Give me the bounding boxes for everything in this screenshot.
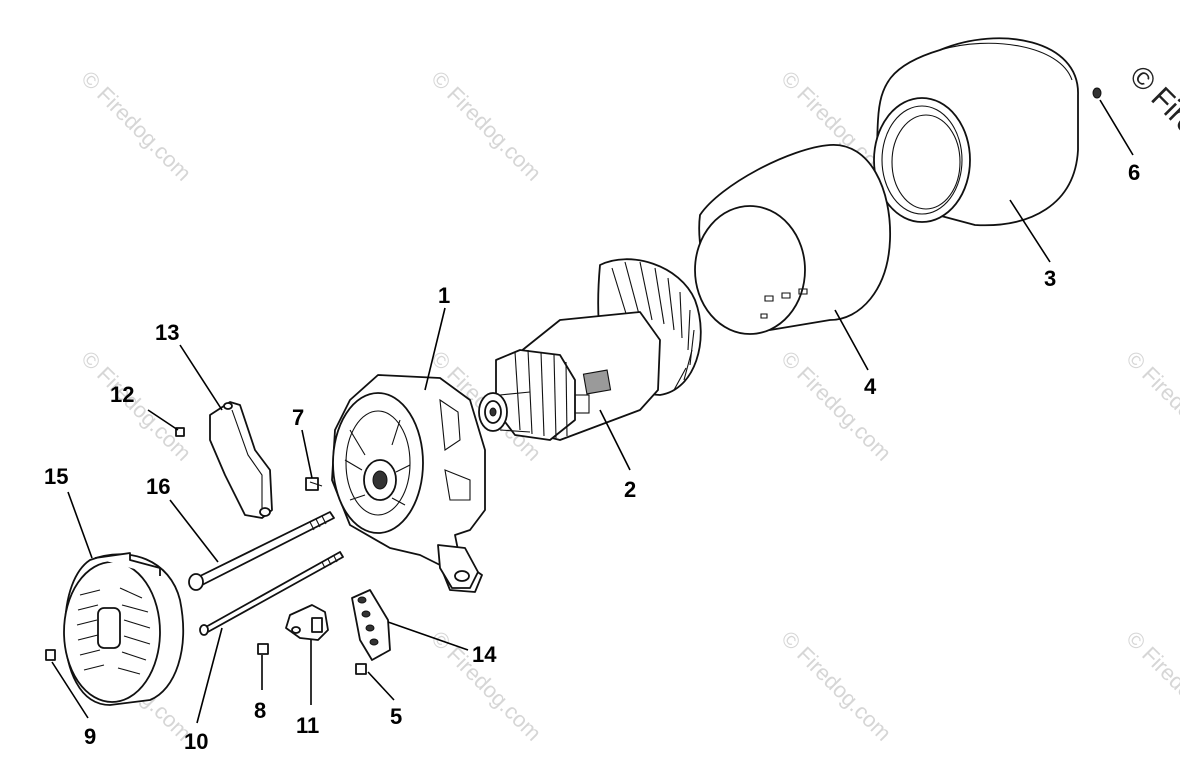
part-14-terminal-block	[351, 589, 391, 661]
callout-label: 10	[184, 729, 208, 754]
callout-label: 15	[44, 464, 68, 489]
watermark: © Firedog.com	[76, 66, 196, 186]
watermark-corner: © Fire	[1123, 60, 1180, 141]
part-4-sleeve	[694, 144, 891, 335]
watermark: © Firedog.com	[76, 346, 196, 466]
watermark: © Firedog.com	[1121, 626, 1180, 746]
callout-label: 16	[146, 474, 170, 499]
callout-label: 12	[110, 382, 134, 407]
part-9-screw	[45, 649, 56, 661]
callout-label: 3	[1044, 266, 1056, 291]
part-11-brush-holder	[285, 604, 329, 641]
part-5-screw	[355, 663, 367, 675]
callout-label: 13	[155, 320, 179, 345]
part-1-bracket	[331, 374, 486, 593]
callout-labels: 1 2 3 4 5 6 7 8 9 10 11 12 13 14 15 16	[44, 160, 1140, 754]
leader-lines	[51, 99, 1134, 724]
callout-label: 2	[624, 477, 636, 502]
watermark: © Firedog.com	[776, 626, 896, 746]
callout-label: 7	[292, 405, 304, 430]
callout-label: 14	[472, 642, 497, 667]
callout-label: 8	[254, 698, 266, 723]
part-3-rear-cover	[873, 37, 1079, 227]
watermark: © Firedog.com	[1121, 346, 1180, 466]
part-10-rod	[199, 551, 344, 636]
callout-label: 5	[390, 704, 402, 729]
part-2-rotor	[478, 258, 702, 441]
part-7-screw	[305, 477, 323, 491]
part-8-screw	[257, 643, 269, 655]
callout-label: 11	[296, 713, 319, 738]
callout-label: 1	[438, 283, 450, 308]
callout-label: 9	[84, 724, 96, 749]
part-13-cover	[209, 401, 273, 519]
part-15-end-grill	[63, 552, 184, 706]
callout-label: 4	[864, 374, 877, 399]
part-16-bolt	[188, 511, 335, 591]
watermark: © Firedog.com	[776, 346, 896, 466]
watermark: © Firedog.com	[426, 66, 546, 186]
part-6-screw	[1092, 87, 1102, 99]
callout-label: 6	[1128, 160, 1140, 185]
